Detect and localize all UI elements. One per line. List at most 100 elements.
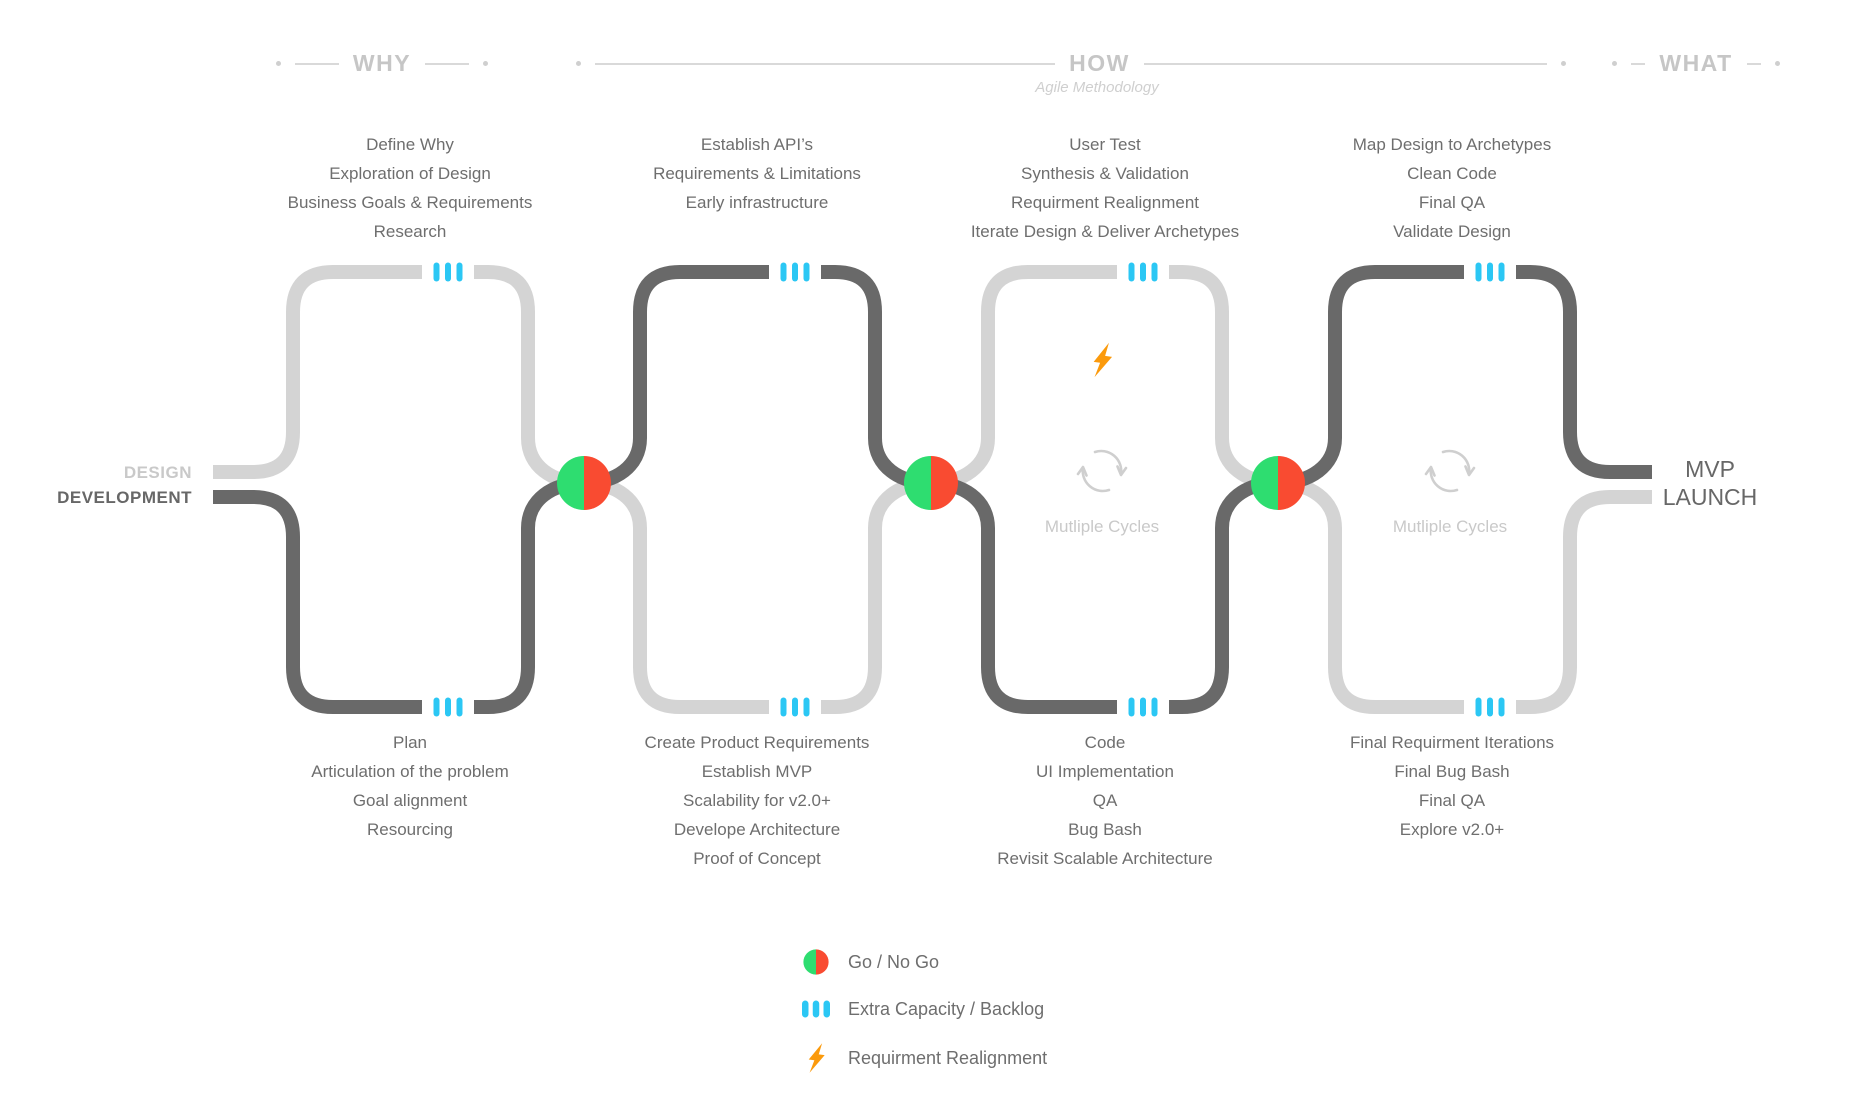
line-dot (483, 61, 489, 66)
line-dot (1561, 61, 1566, 66)
header-line (295, 62, 339, 65)
capacity-dash-icon (1487, 697, 1493, 717)
no-go-half-icon (584, 456, 611, 510)
go-no-go-icon (800, 948, 832, 976)
task-line: Plan (392, 733, 428, 752)
line-dot (576, 61, 581, 66)
how-label: HOW (1069, 50, 1130, 76)
track-end-labels: MVP LAUNCH (1645, 455, 1775, 511)
extra-capacity-marker (1464, 695, 1516, 719)
phase2-bottom-tasks: Create Product Requirements Establish MV… (557, 728, 957, 873)
task-line: Requirements & Limitations (653, 164, 861, 183)
go-no-go-gate (1251, 456, 1305, 510)
go-no-go-gate (557, 456, 611, 510)
task-line: Goal alignment (352, 791, 468, 810)
task-line: Articulation of the problem (311, 762, 509, 781)
task-line: Iterate Design & Deliver Archetypes (970, 222, 1240, 241)
task-line: Scalability for v2.0+ (683, 791, 831, 810)
capacity-dash-icon (456, 697, 463, 717)
extra-capacity-marker (422, 260, 474, 284)
launch-label: LAUNCH (1662, 484, 1758, 510)
task-line: Explore v2.0+ (1399, 820, 1505, 839)
task-line: Exploration of Design (329, 164, 491, 183)
capacity-dash-icon (780, 697, 787, 717)
task-line: Resourcing (367, 820, 453, 839)
capacity-dash-icon (1128, 262, 1135, 282)
mvp-label: MVP (1685, 456, 1735, 482)
task-line: User Test (1069, 135, 1141, 154)
task-line: Establish API’s (700, 135, 814, 154)
go-no-go-gate (904, 456, 958, 510)
capacity-dash-icon (1140, 262, 1146, 282)
task-line: Bug Bash (1068, 820, 1142, 839)
legend-row-extra-capacity: Extra Capacity / Backlog (800, 993, 1044, 1025)
capacity-dash-icon (445, 262, 451, 282)
capacity-dash-icon (792, 262, 798, 282)
capacity-dash-icon (456, 262, 463, 282)
task-line: Final Bug Bash (1394, 762, 1510, 781)
realignment-bolt-icon (800, 1041, 832, 1075)
header-line (425, 62, 470, 65)
section-header-why: WHY (276, 50, 489, 77)
header-line (595, 62, 1056, 65)
capacity-dash-icon (780, 262, 787, 282)
task-line: Code (1084, 733, 1126, 752)
task-line: Final Requirment Iterations (1349, 733, 1555, 752)
header-line (1143, 62, 1547, 65)
capacity-dash-icon (1475, 697, 1482, 717)
extra-capacity-marker (1117, 260, 1169, 284)
task-line: Research (373, 222, 447, 241)
legend-label: Requirment Realignment (848, 1047, 1048, 1068)
task-line: Final QA (1418, 791, 1486, 810)
phase2-top-tasks: Establish API’s Requirements & Limitatio… (557, 130, 957, 217)
phase4-top-tasks: Map Design to Archetypes Clean Code Fina… (1252, 130, 1652, 246)
line-dot (1612, 61, 1617, 66)
capacity-dash-icon (1140, 697, 1146, 717)
task-line: Proof of Concept (693, 849, 821, 868)
task-line: Map Design to Archetypes (1352, 135, 1552, 154)
phase3-cycles-label: Mutliple Cycles (1044, 517, 1160, 536)
phase3-bottom-tasks: Code UI Implementation QA Bug Bash Revis… (905, 728, 1305, 873)
task-line: Early infrastructure (685, 193, 829, 212)
capacity-dash-icon (1475, 262, 1482, 282)
development-track-label: DEVELOPMENT (57, 488, 192, 507)
realignment-bolt-icon (1093, 342, 1113, 378)
legend-label: Go / No Go (848, 951, 940, 972)
task-line: Synthesis & Validation (1021, 164, 1189, 183)
capacity-dash-icon (1487, 262, 1493, 282)
header-line (1631, 62, 1646, 65)
extra-capacity-marker (422, 695, 474, 719)
no-go-half-icon (931, 456, 958, 510)
capacity-dash-icon (1498, 697, 1505, 717)
legend-label: Extra Capacity / Backlog (848, 998, 1045, 1019)
extra-capacity-marker (1464, 260, 1516, 284)
capacity-dash-icon (803, 262, 810, 282)
go-half-icon (904, 456, 931, 510)
capacity-dash-icon (1128, 697, 1135, 717)
task-line: Validate Design (1393, 222, 1511, 241)
phase1-top-tasks: Define Why Exploration of Design Busines… (210, 130, 610, 246)
multiple-cycles-icon (1076, 449, 1128, 493)
header-line (1746, 62, 1761, 65)
task-line: Develope Architecture (673, 820, 841, 839)
capacity-dash-icon (1498, 262, 1505, 282)
task-line: Business Goals & Requirements (287, 193, 533, 212)
extra-capacity-marker (1117, 695, 1169, 719)
design-track-label: DESIGN (123, 463, 192, 482)
capacity-dash-icon (1151, 697, 1158, 717)
capacity-dash-icon (433, 697, 440, 717)
no-go-half-icon (1278, 456, 1305, 510)
extra-capacity-marker (769, 260, 821, 284)
task-line: QA (1092, 791, 1118, 810)
task-line: Establish MVP (701, 762, 813, 781)
capacity-dash-icon (792, 697, 798, 717)
why-label: WHY (352, 50, 412, 76)
line-dot (276, 61, 281, 66)
task-line: Revisit Scalable Architecture (997, 849, 1213, 868)
go-half-icon (1251, 456, 1278, 510)
capacity-dash-icon (433, 262, 440, 282)
capacity-dash-icon (803, 697, 810, 717)
task-line: Requirment Realignment (1010, 193, 1200, 212)
task-line: Final QA (1418, 193, 1486, 212)
section-header-how: HOW (576, 50, 1566, 77)
